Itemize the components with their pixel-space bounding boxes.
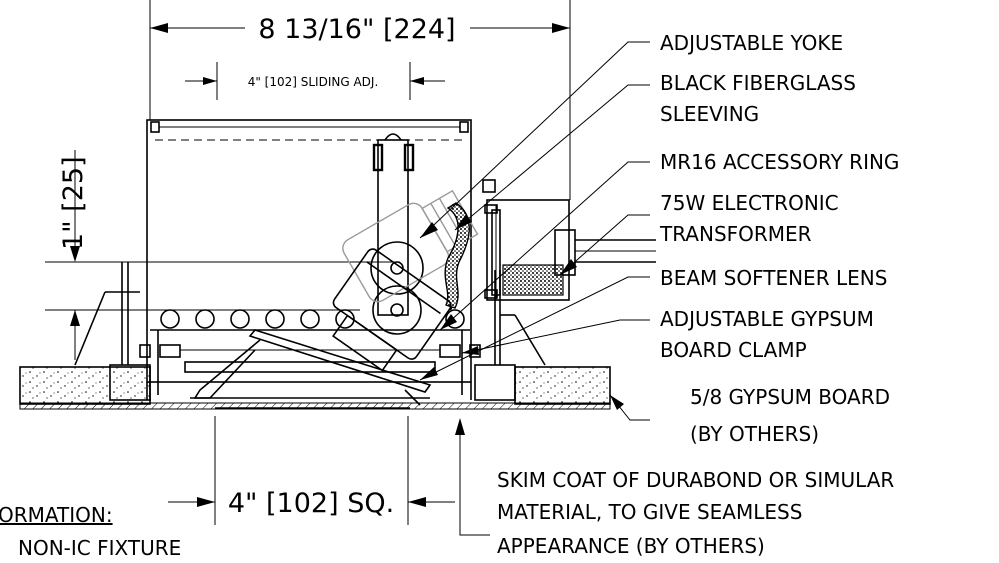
yoke-assembly bbox=[332, 133, 479, 372]
notes-heading: ORMATION: bbox=[0, 503, 113, 527]
vent-holes bbox=[160, 309, 465, 329]
gypsum-clamps bbox=[74, 262, 546, 366]
label-softener-lens: BEAM SOFTENER LENS bbox=[660, 266, 887, 290]
overall-width-label: 8 13/16" [224] bbox=[258, 14, 455, 45]
notes-line-1: NON-IC FIXTURE bbox=[18, 536, 181, 560]
aperture-label: 4" [102] SQ. bbox=[228, 488, 394, 519]
transformer bbox=[482, 179, 656, 301]
vertical-dimension-label: 1" [25] bbox=[58, 156, 89, 250]
label-clamp-1: ADJUSTABLE GYPSUM bbox=[660, 307, 874, 331]
label-adjustable-yoke: ADJUSTABLE YOKE bbox=[660, 31, 843, 55]
label-transformer-2: TRANSFORMER bbox=[659, 222, 812, 246]
aperture-dimension: 4" [102] SQ. bbox=[168, 416, 455, 525]
trim-and-lens bbox=[190, 329, 432, 409]
label-gypsum-1: 5/8 GYPSUM BOARD bbox=[690, 385, 890, 409]
label-skim-3: APPEARANCE (BY OTHERS) bbox=[497, 534, 765, 558]
label-clamp-2: BOARD CLAMP bbox=[660, 338, 807, 362]
sliding-adjustment-label: 4" [102] SLIDING ADJ. bbox=[248, 75, 379, 89]
label-transformer-1: 75W ELECTRONIC bbox=[660, 191, 839, 215]
label-fiberglass-1: BLACK FIBERGLASS bbox=[660, 71, 856, 95]
gypsum-board bbox=[19, 364, 611, 410]
overall-width-dimension: 8 13/16" [224] bbox=[149, 0, 571, 200]
sliding-adjustment-dimension: 4" [102] SLIDING ADJ. bbox=[185, 62, 445, 100]
leader-lines bbox=[419, 41, 650, 536]
label-fiberglass-2: SLEEVING bbox=[660, 102, 759, 126]
label-accessory-ring: MR16 ACCESSORY RING bbox=[660, 150, 899, 174]
label-skim-2: MATERIAL, TO GIVE SEAMLESS bbox=[497, 500, 802, 524]
label-gypsum-2: (BY OTHERS) bbox=[690, 422, 819, 446]
label-skim-1: SKIM COAT OF DURABOND OR SIMULAR bbox=[497, 468, 894, 492]
